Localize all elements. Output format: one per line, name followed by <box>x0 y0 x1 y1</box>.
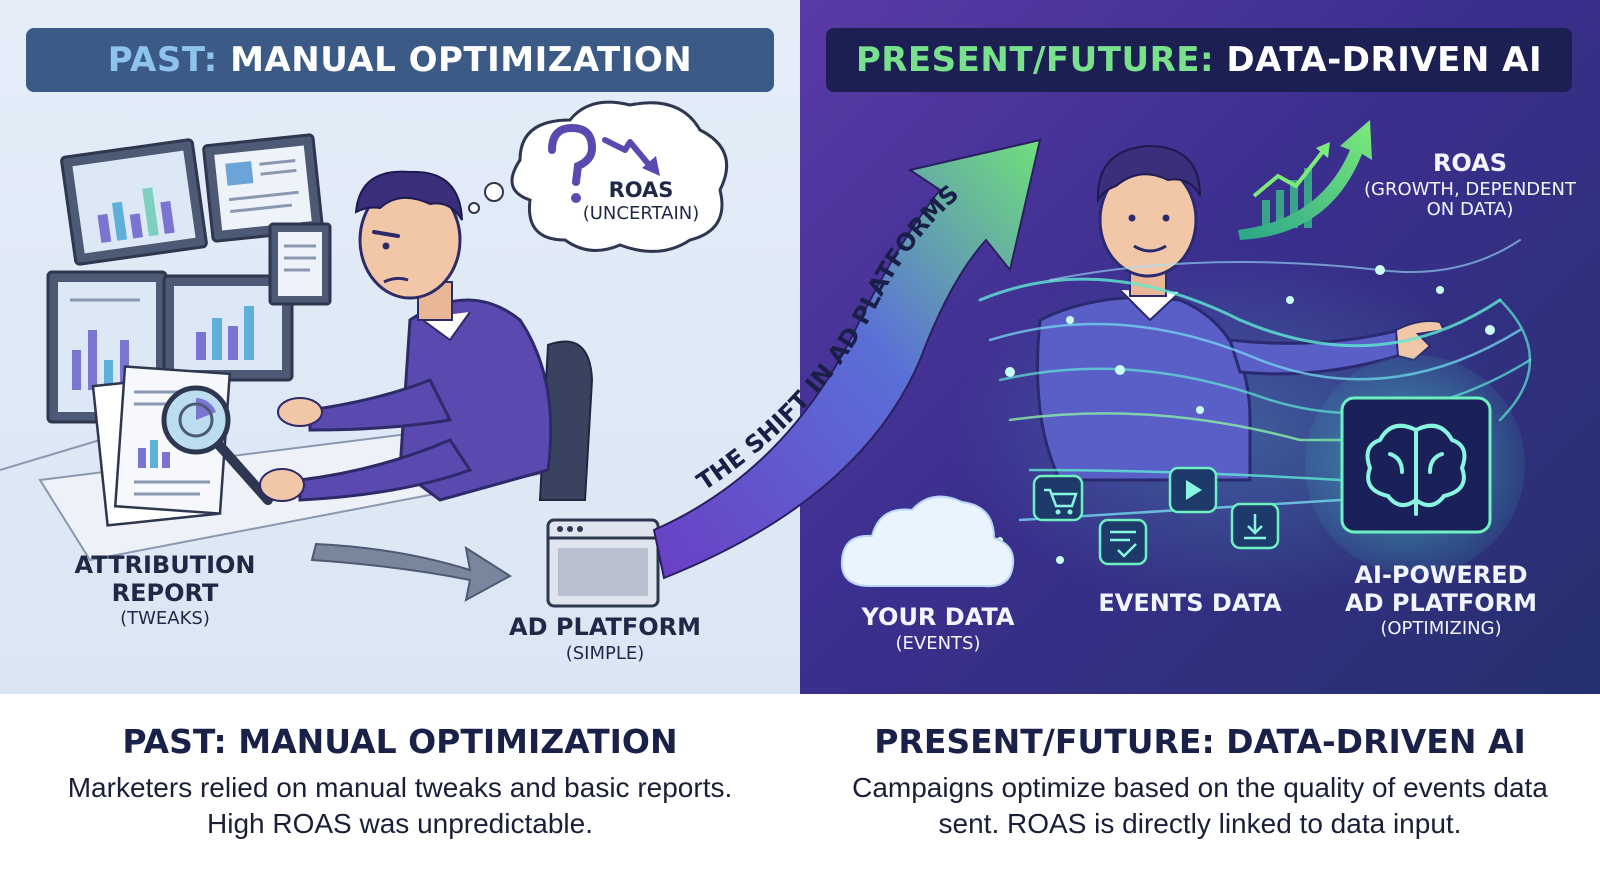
events-data-title: EVENTS DATA <box>1098 589 1282 617</box>
attribution-report-sub: (TWEAKS) <box>120 608 210 630</box>
caption-past-title: PAST: MANUAL OPTIMIZATION <box>122 722 678 761</box>
shift-arrow <box>652 138 1042 580</box>
your-data-label: YOUR DATA (EVENTS) <box>838 603 1038 654</box>
brain-icon <box>1365 423 1467 516</box>
roas-growth-sub: (GROWTH, DEPENDENT ON DATA) <box>1363 178 1577 221</box>
roas-growth-title: ROAS <box>1432 149 1508 177</box>
your-data-title: YOUR DATA <box>861 603 1015 631</box>
past-banner-title: MANUAL OPTIMIZATION <box>230 40 693 80</box>
past-banner-prefix: PAST: <box>107 40 218 80</box>
monitor <box>268 222 332 306</box>
browser-window-icon <box>546 518 660 608</box>
ai-platform-sub: (OPTIMIZING) <box>1380 618 1502 640</box>
future-banner-prefix: PRESENT/FUTURE: <box>855 40 1215 80</box>
attribution-report-label: ATTRIBUTION REPORT (TWEAKS) <box>70 551 260 630</box>
future-banner: PRESENT/FUTURE: DATA-DRIVEN AI <box>826 28 1572 92</box>
monitor <box>202 133 324 243</box>
ad-platform-sub: (SIMPLE) <box>565 642 645 664</box>
roas-uncertain-sub: (UNCERTAIN) <box>582 203 700 225</box>
marketer-future <box>1036 144 1446 482</box>
ad-platform-label: AD PLATFORM (SIMPLE) <box>496 613 714 664</box>
roas-growth-label: ROAS (GROWTH, DEPENDENT ON DATA) <box>1360 149 1580 221</box>
events-data-label: EVENTS DATA <box>1080 589 1300 618</box>
monitor <box>162 274 294 382</box>
cloud-icon <box>840 495 1015 588</box>
flow-arrow <box>310 542 512 602</box>
caption-future-body: Campaigns optimize based on the quality … <box>852 772 1548 840</box>
question-icon <box>548 123 597 203</box>
your-data-sub: (EVENTS) <box>895 632 981 654</box>
attribution-report-title: ATTRIBUTION REPORT <box>74 551 256 607</box>
future-banner-title: DATA-DRIVEN AI <box>1226 40 1543 80</box>
ad-platform-title: AD PLATFORM <box>509 613 701 641</box>
thought-bubble <box>468 100 729 253</box>
ai-platform-label: AI-POWERED AD PLATFORM (OPTIMIZING) <box>1336 561 1546 640</box>
roas-uncertain-title: ROAS <box>608 178 674 202</box>
caption-past-body: Marketers relied on manual tweaks and ba… <box>67 772 733 840</box>
ai-platform-title: AI-POWERED AD PLATFORM <box>1345 561 1537 617</box>
illustration-scene: THE SHIFT IN AD PLATFORMS <box>0 100 1532 608</box>
ai-brain-box <box>1305 355 1525 575</box>
cart-icon <box>1032 474 1084 522</box>
caption-future-title: PRESENT/FUTURE: DATA-DRIVEN AI <box>874 722 1526 761</box>
past-banner: PAST: MANUAL OPTIMIZATION <box>26 28 774 92</box>
monitor <box>60 138 208 266</box>
checklist-icon <box>1098 518 1148 566</box>
trend-down-icon <box>602 137 660 176</box>
monitor-stack <box>46 133 332 424</box>
roas-uncertain-label: ROAS (UNCERTAIN) <box>566 178 716 225</box>
marketer-past <box>259 170 594 502</box>
magnifier-icon <box>161 385 273 505</box>
download-icon <box>1230 502 1280 550</box>
play-icon <box>1168 466 1218 514</box>
growth-chart-icon <box>1238 120 1372 240</box>
